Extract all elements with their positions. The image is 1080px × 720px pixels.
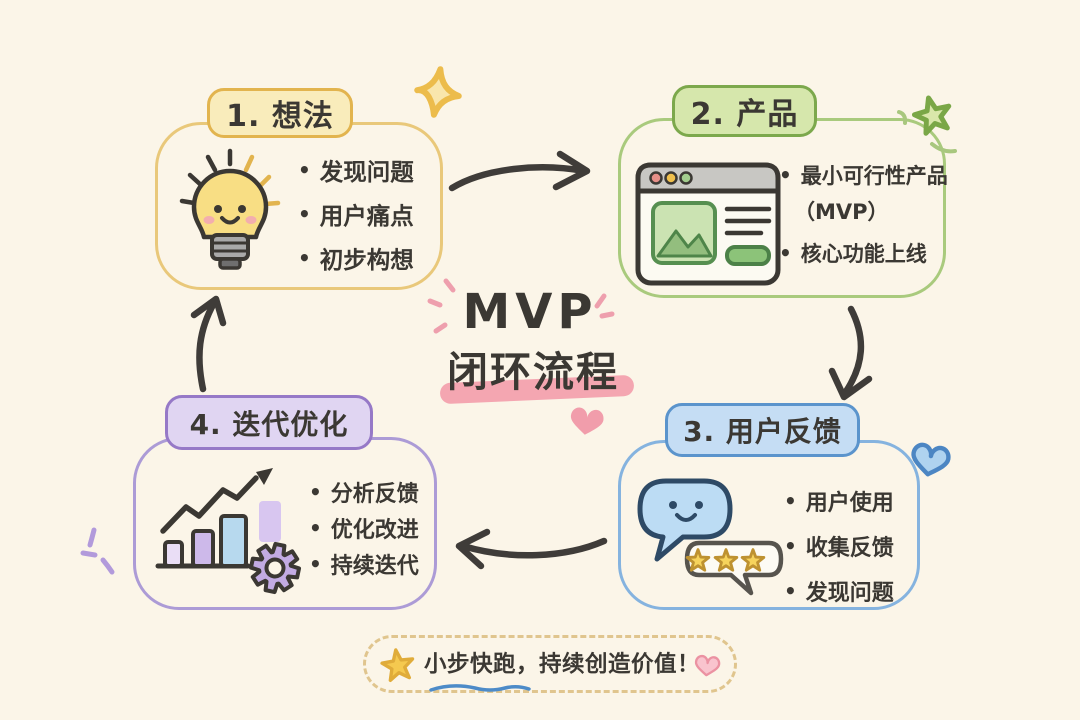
bullet-text: 最小可行性产品 [800, 163, 948, 188]
bar-chart [163, 501, 281, 568]
lightbulb-icon [179, 148, 281, 270]
bullet-dot: • [784, 489, 797, 513]
bullet-dot: • [309, 480, 322, 504]
bullet-dot: • [784, 579, 797, 603]
gear-icon [248, 541, 302, 595]
button-graphic [725, 245, 771, 266]
arrow-step2-to-step3 [828, 305, 873, 401]
product-bullet-list: • 最小可行性产品 （MVP） • 核心功能上线 [779, 161, 948, 266]
bullet-item: • 用户痛点 [298, 199, 414, 230]
bullet-dot: • [298, 158, 311, 182]
step-title: 4. 迭代优化 [189, 407, 349, 441]
bullet-text: 核心功能上线 [800, 241, 927, 266]
arrow-step3-to-step4 [455, 528, 608, 570]
arrow-step1-to-step2 [448, 150, 591, 192]
lightbulb-face [203, 205, 257, 225]
bullet-item: • 发现问题 [784, 577, 894, 606]
bullet-text: 持续迭代 [330, 554, 419, 579]
iterate-bullet-list: • 分析反馈 • 优化改进 • 持续迭代 [309, 478, 419, 579]
bullet-item: • 发现问题 [298, 155, 414, 186]
bullet-dot: • [298, 202, 311, 226]
browser-window-icon [635, 162, 781, 286]
mountain-graphic [656, 229, 713, 258]
bullet-text: 收集反馈 [805, 536, 894, 561]
bullet-dot: • [298, 246, 311, 270]
step-title: 2. 产品 [690, 97, 799, 132]
bullet-item: • 最小可行性产品 [779, 161, 948, 188]
center-title-loop: 闭环流程 [447, 348, 619, 396]
bullet-dot: • [784, 534, 797, 558]
bullet-item: • 核心功能上线 [779, 239, 948, 266]
feedback-bullet-list: • 用户使用 • 收集反馈 • 发现问题 [784, 487, 894, 606]
bullet-text: 用户使用 [805, 491, 894, 516]
center-title-mvp: MVP [462, 284, 598, 340]
purple-sparkle-marks [80, 527, 115, 575]
bullet-item-continuation: （MVP） [779, 197, 948, 224]
arrow-step4-to-step1 [190, 295, 227, 393]
bullet-dot: • [779, 162, 792, 187]
bullet-text: 分析反馈 [330, 482, 419, 507]
growth-chart-gear-icon [155, 468, 302, 595]
step-card-iterate: • 分析反馈 • 优化改进 • 持续迭代 [133, 437, 437, 610]
bullet-text: 优化改进 [330, 518, 419, 543]
idea-bullet-list: • 发现问题 • 用户痛点 • 初步构想 [298, 155, 414, 274]
step-card-product: • 最小可行性产品 （MVP） • 核心功能上线 [618, 118, 948, 298]
bullet-item: • 初步构想 [298, 243, 414, 274]
bullet-item: • 持续迭代 [309, 550, 419, 579]
bullet-text: 初步构想 [319, 246, 414, 274]
sparkle-icon [414, 66, 462, 118]
bullet-text: 发现问题 [805, 581, 894, 606]
bullet-text: （MVP） [794, 199, 889, 224]
rating-stars [685, 548, 766, 572]
step-title: 1. 想法 [226, 99, 334, 134]
footer-star-icon [380, 648, 415, 682]
footer-heart-icon [694, 654, 721, 677]
bullet-item: • 优化改进 [309, 514, 419, 543]
bullet-dot: • [309, 552, 322, 576]
step-badge-product: 2. 产品 [672, 85, 817, 137]
bullet-dot: • [309, 516, 322, 540]
bullet-item: • 收集反馈 [784, 532, 894, 561]
footer-banner: 小步快跑，持续创造价值！ [363, 635, 737, 693]
step-card-feedback: • 用户使用 • 收集反馈 • 发现问题 [618, 440, 920, 610]
trend-arrow [160, 475, 259, 534]
bullet-item: • 分析反馈 [309, 478, 419, 507]
footer-slogan: 小步快跑，持续创造价值！ [424, 651, 701, 678]
bullet-text: 发现问题 [319, 158, 414, 186]
step-badge-iterate: 4. 迭代优化 [165, 395, 373, 450]
bullet-item: • 用户使用 [784, 487, 894, 516]
text-lines [724, 206, 772, 236]
pink-heart-icon [570, 407, 604, 435]
step-title: 3. 用户反馈 [683, 415, 842, 448]
bullet-dot: • [779, 240, 792, 265]
bullet-text: 用户痛点 [319, 202, 414, 230]
traffic-light-dots [649, 171, 693, 185]
chat-bubbles-icon [637, 478, 784, 596]
rating-chat-bubble [684, 540, 784, 596]
step-badge-idea: 1. 想法 [207, 88, 353, 138]
step-badge-feedback: 3. 用户反馈 [665, 403, 860, 457]
step-card-idea: • 发现问题 • 用户痛点 • 初步构想 [155, 122, 443, 290]
wavy-underline [429, 684, 531, 692]
